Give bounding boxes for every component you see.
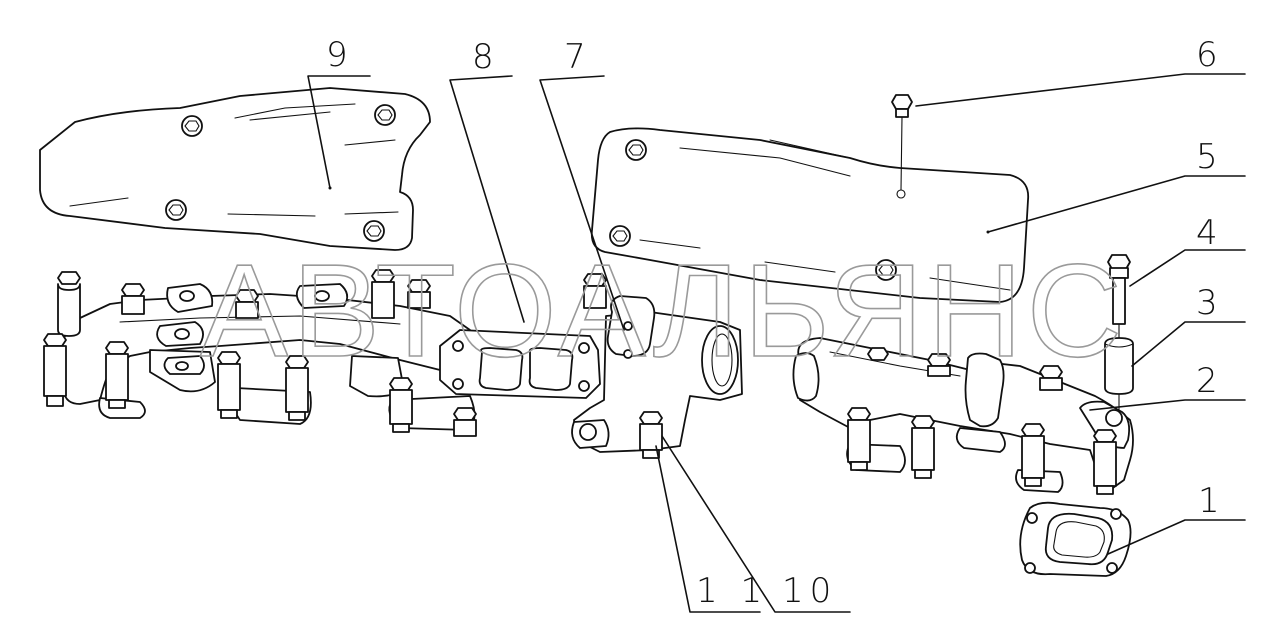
heat-shield-5 (590, 127, 1030, 303)
turbo-flange-8 (439, 329, 601, 399)
watermark-text: АВТОАЛЬЯНС (200, 237, 1126, 384)
bolt-4 (1107, 254, 1131, 339)
heat-shield-9 (39, 87, 431, 251)
manifold-center-bolts (583, 273, 663, 459)
bolt-6 (891, 94, 913, 191)
callout-numbers: 1 2 3 4 5 6 7 8 9 10 1 1 (326, 35, 1226, 611)
callout-4: 4 (1196, 213, 1224, 253)
manifold-left-bolts (43, 269, 477, 437)
callout-1: 1 (1198, 481, 1226, 521)
callout-8: 8 (472, 37, 500, 77)
gasket-1 (1019, 501, 1132, 577)
shield-5-bolts (609, 139, 897, 281)
callout-10: 10 (782, 571, 837, 611)
callout-3: 3 (1196, 283, 1224, 323)
callout-5: 5 (1196, 137, 1224, 177)
callout-11: 1 1 (696, 571, 768, 611)
callout-2: 2 (1196, 361, 1224, 401)
callout-9: 9 (326, 35, 354, 75)
shield-9-bolts (165, 104, 396, 242)
callout-6: 6 (1196, 35, 1224, 75)
callout-7: 7 (564, 37, 592, 77)
manifold-center-7 (571, 295, 743, 453)
manifold-right-bolts (847, 347, 1117, 495)
leader-lines (307, 73, 1246, 613)
